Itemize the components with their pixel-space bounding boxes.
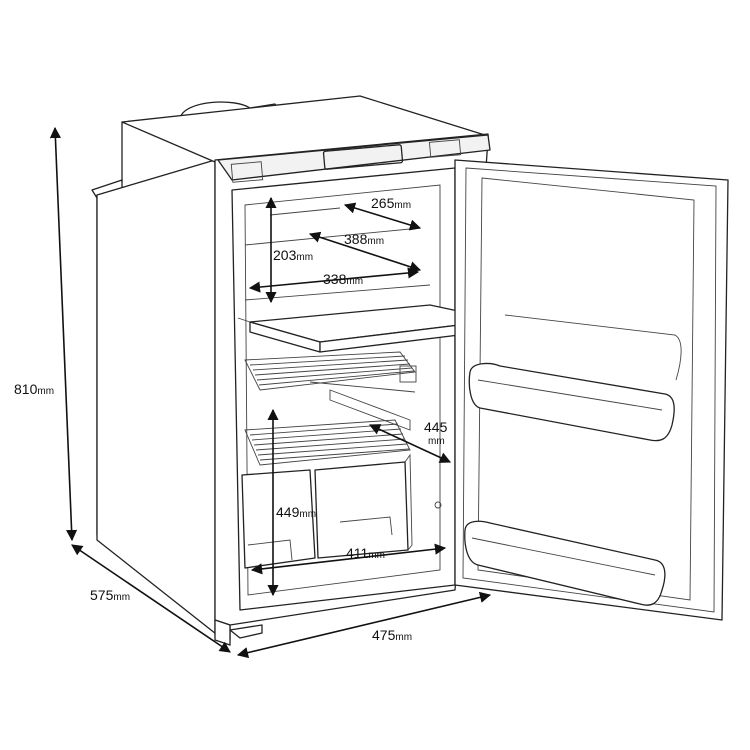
control-strip [217,134,491,181]
door [454,159,729,621]
right-vent [428,139,462,158]
dimension-labels: 810mm 575mm 475mm 265mm 388mm 203mm 338m… [14,195,448,643]
left-side-face [96,159,231,646]
interior-dimension-lines [248,196,452,597]
front-foot [214,619,231,646]
top-shelf-back [269,207,341,216]
label-475: 475mm [372,627,412,643]
label-445-value: 445 [424,419,448,435]
door-liner-curve [504,314,682,381]
label-810: 810mm [14,381,54,397]
depth-575-line [71,544,231,653]
door-gasket-inner [477,177,695,601]
door-gasket-outer [462,167,717,613]
width-475-line [236,591,492,659]
shelf-rail [237,317,251,323]
drain-hole [434,501,442,509]
height-810-line [49,126,78,542]
label-575: 575mm [90,587,130,603]
foot-plate [229,624,263,639]
label-411: 411mm [346,545,385,561]
wire-rack-upper [244,351,417,393]
control-panel-display [322,144,404,170]
label-445-unit: mm [428,436,445,447]
dim-388-line [308,231,422,273]
overall-dimension-lines [49,126,492,659]
dim-445-line [368,424,452,463]
dim-338-line [248,267,420,293]
interior-shelves [237,207,501,569]
label-449: 449mm [276,504,316,520]
label-203: 203mm [273,247,313,263]
door-bin-lower [464,520,666,606]
left-vent [230,161,264,183]
label-338: 338mm [323,271,363,287]
label-265: 265mm [371,195,411,211]
dim-265-line [343,202,422,231]
label-388: 388mm [344,231,384,247]
door-bin-upper [468,362,675,442]
dim-411-line [250,543,447,575]
fridge-body [91,95,491,646]
